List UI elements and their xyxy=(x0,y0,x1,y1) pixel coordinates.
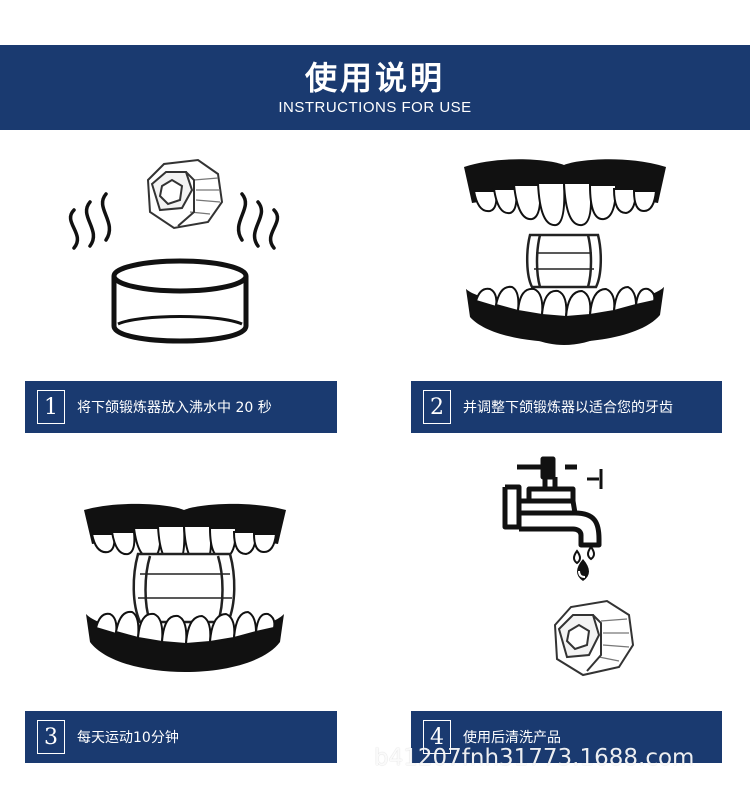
boiling-water-icon xyxy=(68,158,280,344)
step-3-bar: 3 每天运动10分钟 xyxy=(25,711,337,763)
step-3-number: 3 xyxy=(37,720,65,754)
page-subtitle: INSTRUCTIONS FOR USE xyxy=(278,99,472,116)
jaw-exerciser xyxy=(553,599,635,677)
faucet-rinse-icon xyxy=(502,456,635,677)
watermark-text: b41207fnh31773.1688.com xyxy=(374,745,695,771)
lower-teeth xyxy=(474,285,656,319)
step-4-text: 使用后清洗产品 xyxy=(463,730,561,746)
teeth-fitting-icon xyxy=(464,159,666,345)
water-drops-icon xyxy=(573,545,595,581)
steam-right xyxy=(236,192,280,250)
steam-left xyxy=(68,192,112,250)
step-1-text: 将下颌锻炼器放入沸水中 20 秒 xyxy=(77,400,272,416)
faucet-icon xyxy=(502,456,603,548)
lower-teeth xyxy=(94,610,276,646)
step-1-number: 1 xyxy=(37,390,65,424)
step-2-bar: 2 并调整下颌锻炼器以适合您的牙齿 xyxy=(411,381,722,433)
step-3-text: 每天运动10分钟 xyxy=(77,730,179,746)
step-2-number: 2 xyxy=(423,390,451,424)
jaw-exerciser xyxy=(146,158,224,230)
teeth-biting-icon xyxy=(84,503,286,672)
step-4-bar: 4 使用后清洗产品 xyxy=(411,711,722,763)
jaw-exerciser xyxy=(132,552,236,624)
jaw-exerciser xyxy=(526,233,602,289)
page-title: 使用说明 xyxy=(304,59,445,97)
step-2-text: 并调整下颌锻炼器以适合您的牙齿 xyxy=(463,400,673,416)
upper-teeth xyxy=(472,182,658,227)
water-bowl xyxy=(111,258,249,344)
header-banner: 使用说明 INSTRUCTIONS FOR USE xyxy=(0,45,750,130)
step-4-number: 4 xyxy=(423,720,451,754)
step-1-bar: 1 将下颌锻炼器放入沸水中 20 秒 xyxy=(25,381,337,433)
